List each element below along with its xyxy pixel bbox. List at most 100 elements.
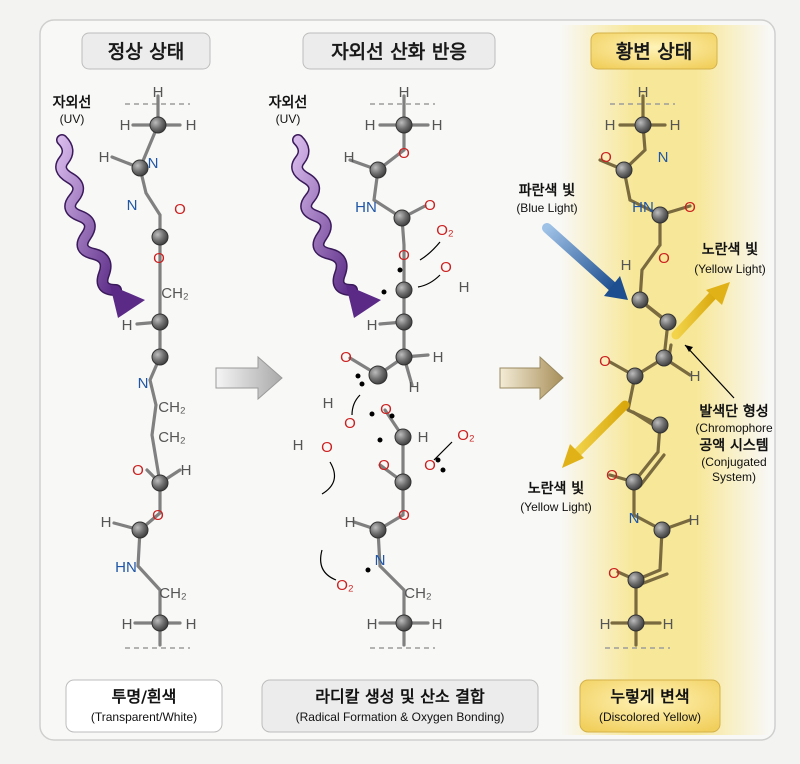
- atom-o: O: [398, 145, 410, 162]
- atom-n: N: [375, 552, 386, 569]
- conjugated-sub: (Conjugated: [701, 455, 766, 469]
- yellow-light-arrow-1: 노란색 빛 (Yellow Light): [671, 241, 766, 340]
- footer-normal: 투명/흰색 (Transparent/White): [65, 679, 223, 733]
- atom-h: H: [365, 117, 376, 134]
- atom-h: H: [367, 317, 378, 334]
- header-oxidation: 자외선 산화 반응: [302, 32, 496, 70]
- o2-label: O₂: [436, 222, 454, 239]
- footer-yellowed: 누렇게 변색 (Discolored Yellow): [579, 679, 721, 733]
- header-yellowed: 황변 상태: [590, 32, 718, 70]
- chromophore-label: 발색단 형성: [699, 403, 768, 420]
- atom-h: H: [345, 514, 356, 531]
- footer-normal-sub: (Transparent/White): [91, 710, 197, 724]
- footer-normal-title: 투명/흰색: [112, 687, 177, 706]
- atom-h: H: [689, 512, 700, 529]
- conjugated-label: 공액 시스템: [699, 437, 768, 454]
- uv-ray-2: 자외선 (UV): [269, 94, 381, 318]
- conjugated-sub-2: System): [712, 470, 756, 484]
- atom-h: H: [323, 395, 334, 412]
- uv-sub: (UV): [60, 112, 85, 126]
- yellow-light-label: 노란색 빛: [528, 480, 585, 497]
- header-yellowed-text: 황변 상태: [616, 40, 693, 63]
- atom-o: O: [424, 197, 436, 214]
- atom-o: O: [606, 467, 618, 484]
- atom-h: H: [600, 616, 611, 633]
- atom-o: O: [424, 457, 436, 474]
- footer-yellowed-sub: (Discolored Yellow): [599, 710, 701, 724]
- atom-h: H: [621, 257, 632, 274]
- atom-o: O: [658, 250, 670, 267]
- atom-h: H: [153, 84, 164, 101]
- atom-n: N: [127, 197, 138, 214]
- yellow-light-arrow-2: 노란색 빛 (Yellow Light): [520, 400, 630, 514]
- atom-o: O: [600, 149, 612, 166]
- atom-h: H: [663, 616, 674, 633]
- atom-n: N: [629, 510, 640, 527]
- chromophore-sub: (Chromophore: [695, 421, 773, 435]
- yellow-light-sub: (Yellow Light): [694, 262, 766, 276]
- atom-o: O: [378, 457, 390, 474]
- atom-o: O: [174, 201, 186, 218]
- blue-light-arrow: 파란색 빛 (Blue Light): [516, 182, 628, 300]
- blue-light-label: 파란색 빛: [519, 182, 576, 199]
- atom-o: O: [152, 507, 164, 524]
- atom-n: N: [138, 375, 149, 392]
- uv-ray-1: 자외선 (UV): [53, 94, 145, 318]
- atom-h: H: [418, 429, 429, 446]
- atom-hn: HN: [355, 199, 377, 216]
- atom-o: O: [599, 353, 611, 370]
- atom-h: H: [120, 117, 131, 134]
- atom-h: H: [101, 514, 112, 531]
- atom-h: H: [293, 437, 304, 454]
- atom-o: O: [440, 259, 452, 276]
- atom-h: H: [432, 616, 443, 633]
- uv-label: 자외선: [269, 94, 308, 111]
- atom-h: H: [181, 462, 192, 479]
- footer-yellowed-title: 누렇게 변색: [610, 687, 689, 706]
- transition-arrow-1: [215, 355, 283, 401]
- atom-h: H: [344, 149, 355, 166]
- atom-o: O: [398, 507, 410, 524]
- o2-label: O₂: [457, 427, 475, 444]
- atom-n: N: [658, 149, 669, 166]
- atom-hn: HN: [632, 199, 654, 216]
- blue-light-sub: (Blue Light): [516, 201, 577, 215]
- atom-ch2: CH₂: [158, 429, 186, 446]
- yellow-light-sub: (Yellow Light): [520, 500, 592, 514]
- atom-o: O: [132, 462, 144, 479]
- atom-h: H: [122, 317, 133, 334]
- footer-oxidation-title: 라디칼 생성 및 산소 결합: [315, 687, 485, 706]
- atom-h: H: [690, 368, 701, 385]
- atom-h: H: [638, 84, 649, 101]
- o2-label: O₂: [336, 577, 354, 594]
- atom-h: H: [367, 616, 378, 633]
- atom-o: O: [321, 439, 333, 456]
- atom-ch2: CH₂: [404, 585, 432, 602]
- atom-ch2: CH₂: [161, 285, 189, 302]
- atom-ch2: CH₂: [158, 399, 186, 416]
- footer-oxidation: 라디칼 생성 및 산소 결합 (Radical Formation & Oxyg…: [261, 679, 539, 733]
- atom-hn: HN: [115, 559, 137, 576]
- atom-h: H: [186, 117, 197, 134]
- atom-o: O: [344, 415, 356, 432]
- yellow-light-label: 노란색 빛: [702, 241, 759, 258]
- transition-arrow-2: [499, 355, 564, 401]
- header-normal: 정상 상태: [81, 32, 211, 70]
- atom-h: H: [432, 117, 443, 134]
- footer-oxidation-sub: (Radical Formation & Oxygen Bonding): [296, 710, 505, 724]
- header-oxidation-text: 자외선 산화 반응: [331, 41, 467, 63]
- atom-o: O: [153, 250, 165, 267]
- atom-h: H: [186, 616, 197, 633]
- atom-ch2: CH₂: [159, 585, 187, 602]
- yellow-glow: [560, 25, 770, 735]
- atom-o: O: [608, 565, 620, 582]
- atom-o: O: [398, 247, 410, 264]
- atom-h: H: [459, 279, 470, 296]
- molecule-oxidation: H H H H O HN O O O₂ O H H H H O H O H O …: [293, 84, 475, 649]
- molecule-normal: H H H H N N O O CH₂ H N CH₂ CH₂ O H O H …: [99, 84, 197, 649]
- header-normal-text: 정상 상태: [108, 41, 185, 63]
- chromophore-annotation: 발색단 형성 (Chromophore 공액 시스템 (Conjugated S…: [684, 344, 773, 484]
- atom-o: O: [684, 199, 696, 216]
